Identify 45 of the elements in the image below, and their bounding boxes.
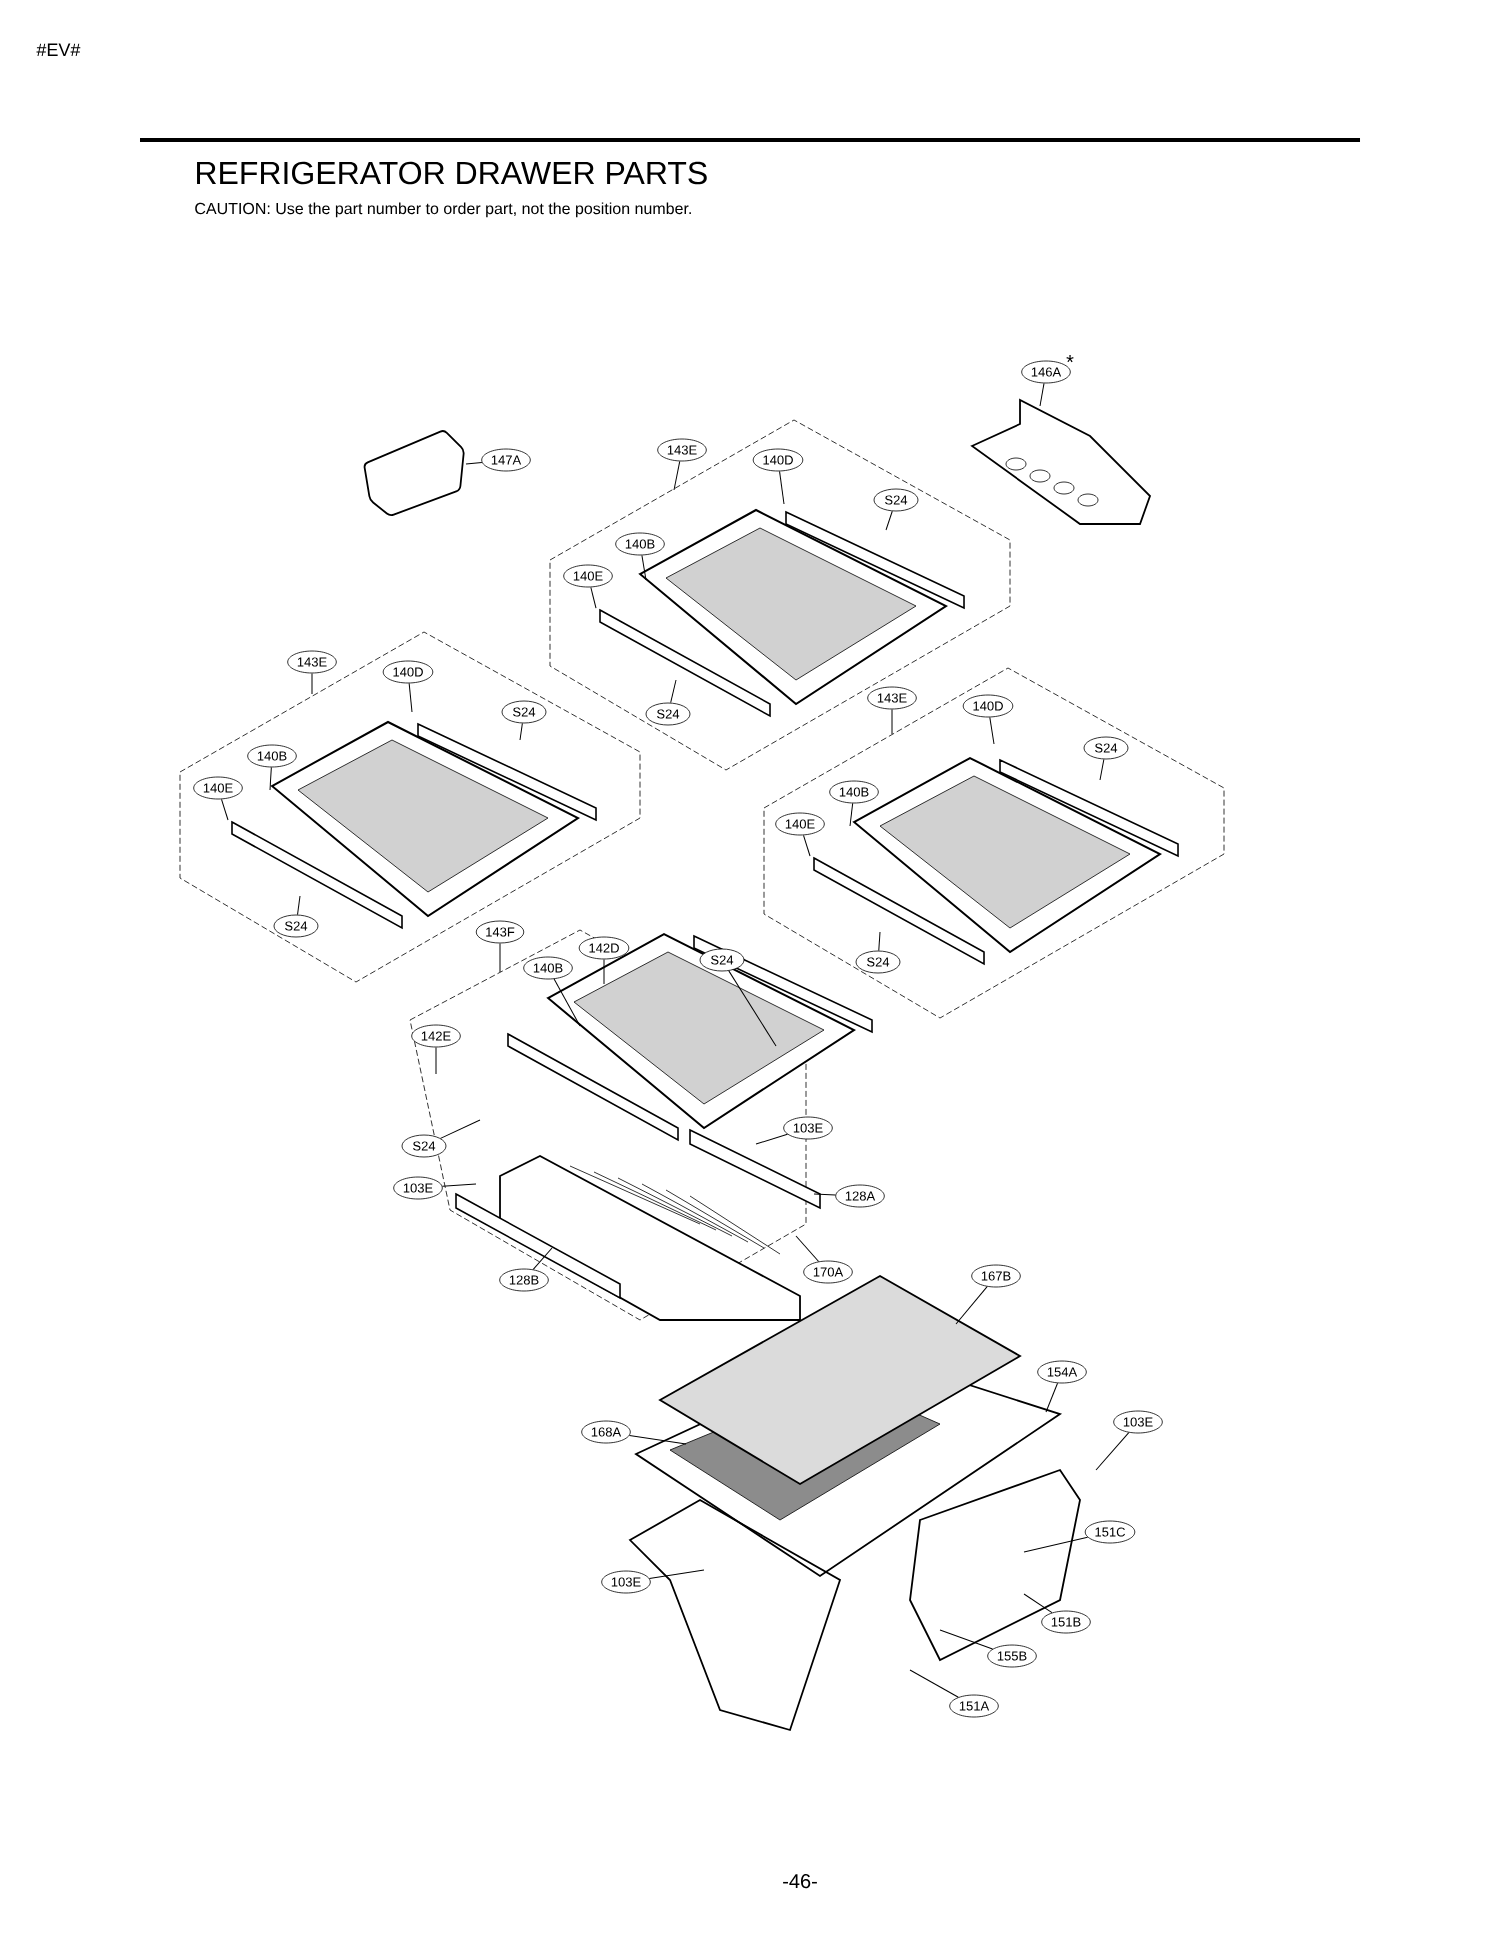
leader-line (795, 1235, 820, 1262)
leader-line (1095, 1432, 1130, 1471)
leader-line (465, 461, 483, 465)
leader-line (590, 586, 597, 609)
caution-note: CAUTION: Use the part number to order part, not the position number. (195, 202, 691, 218)
leader-line (603, 958, 605, 985)
leader-line (849, 802, 854, 827)
leader-line (673, 460, 681, 491)
leader-line (553, 978, 581, 1027)
leader-line (670, 679, 677, 704)
leader-line (728, 970, 777, 1047)
leader-line (532, 1247, 553, 1270)
leader-line (878, 931, 881, 952)
leader-line (885, 510, 893, 531)
asterisk: * (1066, 355, 1074, 363)
leader-line (755, 1133, 788, 1145)
leader-line (1023, 1593, 1053, 1614)
header-code: #EV# (36, 43, 81, 56)
leader-line (1099, 758, 1105, 781)
page-title: REFRIGERATOR DRAWER PARTS (197, 161, 707, 185)
leader-line (1045, 1382, 1059, 1413)
leader-line (641, 554, 647, 581)
leader-line (909, 1669, 959, 1698)
leader-line (440, 1119, 481, 1139)
leader-line (435, 1046, 437, 1075)
leader-line (269, 766, 272, 791)
leader-line (803, 834, 811, 857)
leader-line (813, 1193, 836, 1196)
leader-line (629, 1435, 687, 1445)
leader-line (408, 682, 413, 713)
leader-line (1039, 382, 1045, 407)
leader-line (311, 672, 313, 695)
leader-line (989, 716, 995, 745)
leader-line (221, 798, 229, 821)
leader-line (1023, 1536, 1089, 1553)
leader-line (779, 470, 785, 505)
leader-line (297, 895, 301, 916)
leader-line (648, 1569, 705, 1579)
page-number: -46- (783, 1874, 817, 1889)
leader-line (519, 722, 523, 741)
leader-line (441, 1183, 477, 1187)
leader-line (955, 1286, 988, 1325)
leader-line (499, 942, 501, 973)
leader-line (891, 708, 893, 735)
leader-line (939, 1629, 994, 1650)
